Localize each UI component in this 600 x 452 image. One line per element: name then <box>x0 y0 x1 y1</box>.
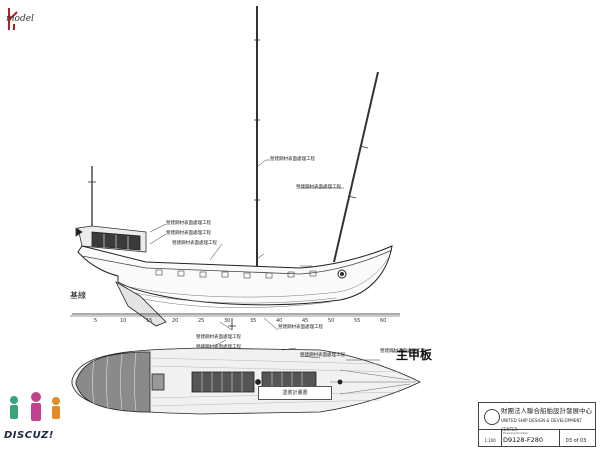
callout-label: 營建鋼材表面處理工程 <box>380 349 425 354</box>
hull-outline <box>77 245 393 306</box>
callout-label: 營建鋼材表面處理工程 <box>166 221 211 226</box>
side-elevation <box>72 6 400 330</box>
fore-mast <box>333 71 379 263</box>
watermark-text: DISCUZ! <box>4 430 54 441</box>
scale-value: 1:100 <box>479 430 502 446</box>
logo-mark-icon <box>8 8 18 30</box>
title-block-row: 1:100 Drawing Number D9128-F280 03 of 03 <box>479 429 595 446</box>
callout-label: 營建鋼材表面處理工程 <box>172 241 217 246</box>
callout-label: 營建鋼材表面處理工程 <box>270 157 315 162</box>
title-block: 財團法人聯合船舶設計發展中心 UNITED SHIP DESIGN & DEVE… <box>478 402 596 447</box>
callout-label: 營建鋼材表面處理工程 <box>278 325 323 330</box>
axis-tick-label: 20 <box>172 318 179 324</box>
station-axis-ticks: 5 10 15 20 25 30 35 40 45 50 55 60 <box>0 318 600 326</box>
emblem-icon <box>484 409 500 425</box>
discuz-people-icon <box>10 392 60 421</box>
drawing-number-caption: Drawing Number <box>503 431 529 435</box>
axis-tick-label: 30 <box>224 318 231 324</box>
callout-leaders <box>149 159 344 331</box>
axis-tick-label: 5 <box>94 318 98 324</box>
axis-tick-label: 50 <box>328 318 335 324</box>
axis-tick-label: 35 <box>250 318 257 324</box>
callout-label: 營建鋼材表面處理工程 <box>196 345 241 350</box>
sheet-title: 塗裝計畫書 <box>258 386 332 400</box>
callout-label: 營建鋼材表面處理工程 <box>166 231 211 236</box>
baseline-label: 基線 <box>70 291 86 300</box>
organization-name-cn: 財團法人聯合船舶設計發展中心 <box>501 407 592 415</box>
axis-tick-label: 45 <box>302 318 309 324</box>
callout-label: 營建鋼材表面處理工程 <box>296 185 341 190</box>
rudder <box>115 280 167 327</box>
axis-tick-label: 40 <box>276 318 283 324</box>
main-deck-label: 主甲板 <box>396 348 433 362</box>
axis-tick-label: 55 <box>354 318 361 324</box>
title-block-organization: 財團法人聯合船舶設計發展中心 UNITED SHIP DESIGN & DEVE… <box>501 407 593 432</box>
sheet-number: 03 of 03 <box>565 438 587 444</box>
logo-text: model <box>6 14 34 24</box>
drawing-number-cell: Drawing Number D9128-F280 <box>501 430 560 446</box>
callout-label: 營建鋼材表面處理工程 <box>196 335 241 340</box>
axis-tick-label: 15 <box>146 318 153 324</box>
axis-tick-label: 25 <box>198 318 205 324</box>
axis-tick-label: 10 <box>120 318 127 324</box>
drawing-number: D9128-F280 <box>503 436 544 444</box>
axis-tick-label: 60 <box>380 318 387 324</box>
callout-label: 營建鋼材表面處理工程 <box>300 353 345 358</box>
